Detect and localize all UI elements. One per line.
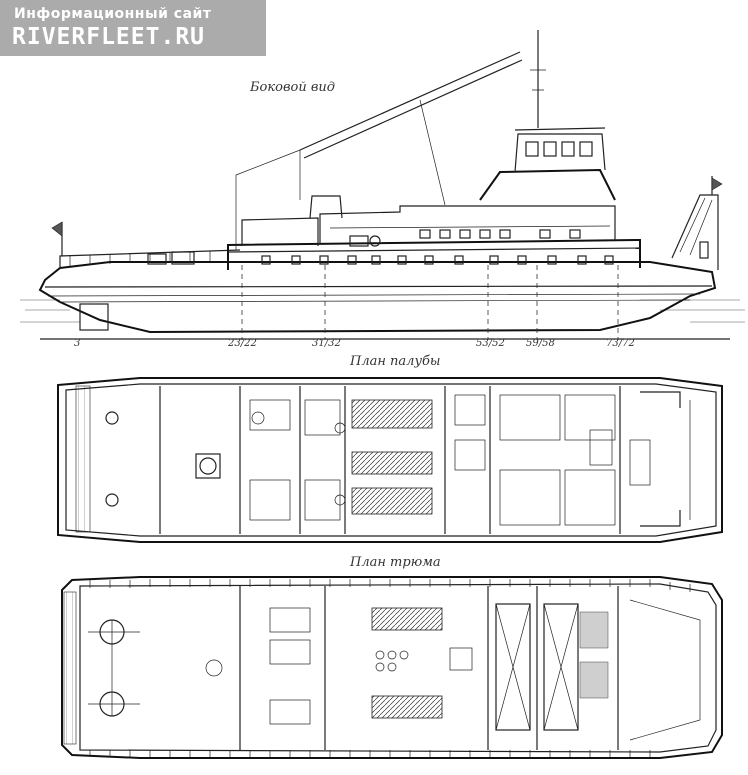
tank-2	[543, 603, 579, 731]
wheelhouse-deck	[479, 168, 616, 201]
funnel	[309, 195, 343, 219]
main-engine-1	[371, 607, 443, 631]
stern-flag-icon	[51, 221, 63, 237]
frame-label: 31/32	[312, 338, 341, 349]
main-deckhouse	[227, 238, 641, 270]
hull-outline	[38, 261, 717, 334]
bow-flag-icon	[711, 177, 723, 191]
engine-casing	[241, 217, 319, 246]
frame-label: 73/72	[606, 338, 635, 349]
frame-label: 3	[74, 338, 81, 349]
engine-casing-hatch-1	[351, 399, 433, 429]
water-lines	[20, 299, 745, 323]
watermark-site-name: RIVERFLEET.RU	[12, 24, 206, 50]
hold-plan-caption: План трюма	[350, 555, 441, 570]
watermark-site-label: Информационный сайт	[14, 6, 212, 22]
portholes	[261, 255, 614, 265]
side-view	[20, 30, 745, 340]
rudder	[79, 303, 109, 331]
watermark: Информационный сайт RIVERFLEET.RU	[0, 0, 266, 56]
battery-box-1	[579, 611, 609, 649]
bow-ramp	[671, 194, 719, 270]
deck-plan	[57, 377, 723, 543]
side-view-caption: Боковой вид	[250, 80, 336, 95]
hold-outline	[61, 576, 723, 759]
frame-label: 23/22	[228, 338, 257, 349]
tank-1	[495, 603, 531, 731]
wheelhouse	[514, 133, 606, 173]
battery-box-2	[579, 661, 609, 699]
crane-boom	[299, 51, 521, 151]
capstan	[199, 457, 217, 475]
hold-plan	[61, 576, 723, 759]
frame-label: 59/58	[526, 338, 555, 349]
frame-label: 53/52	[476, 338, 505, 349]
deck-plan-caption: План палубы	[350, 354, 441, 369]
engine-casing-hatch-2	[351, 451, 433, 475]
deck-outline	[57, 377, 723, 543]
engine-casing-hatch-3	[351, 487, 433, 515]
main-engine-2	[371, 695, 443, 719]
frame-lines	[241, 265, 619, 340]
